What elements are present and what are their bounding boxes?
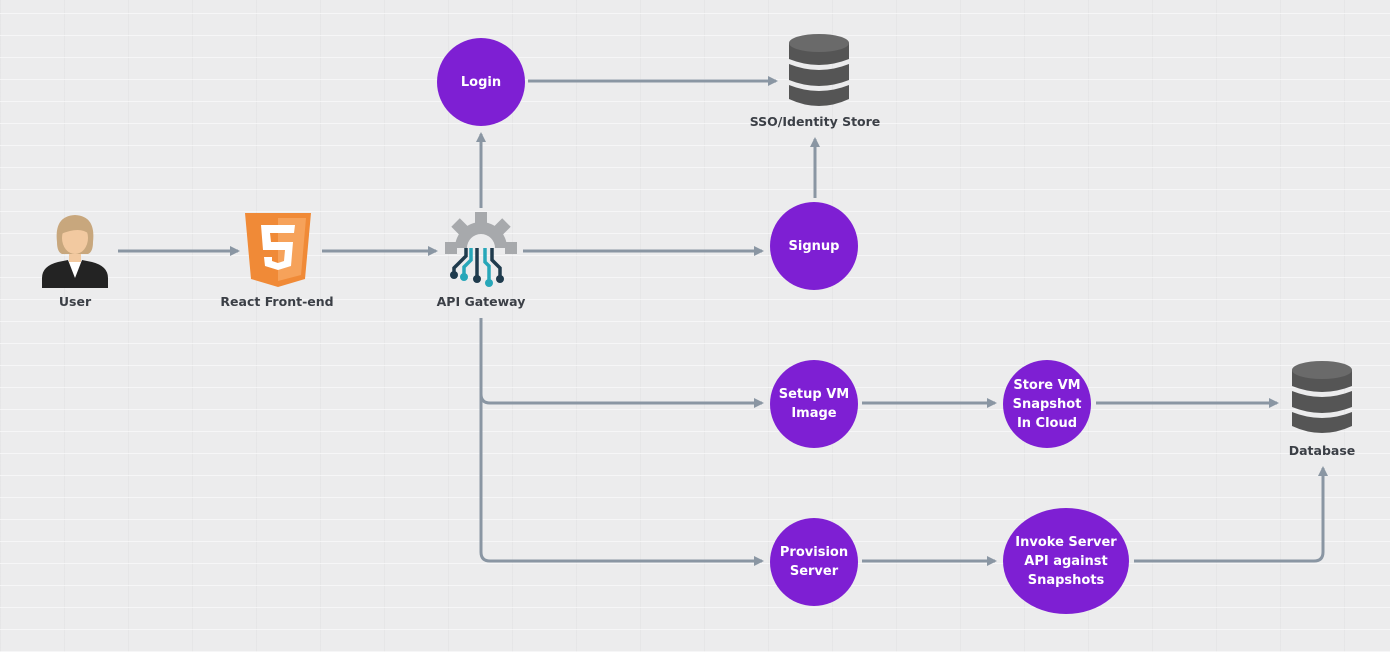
arrow-gateway-to-provision (479, 394, 764, 566)
store-vm-node[interactable]: Store VM Snapshot In Cloud (1003, 360, 1091, 448)
provision-node[interactable]: Provision Server (770, 518, 858, 606)
gateway-label: API Gateway (436, 294, 526, 309)
setup-vm-node[interactable]: Setup VM Image (770, 360, 858, 448)
invoke-node[interactable]: Invoke Server API against Snapshots (1003, 508, 1129, 614)
html5-shield-icon (245, 213, 311, 287)
identity-store-database-icon (789, 34, 849, 106)
signup-node[interactable]: Signup (770, 202, 858, 290)
user-avatar-icon (42, 215, 108, 288)
identity-store-label: SSO/Identity Store (749, 114, 881, 129)
frontend-label: React Front-end (220, 294, 334, 309)
user-label: User (58, 294, 92, 309)
arrow-invoke-to-database (1134, 466, 1328, 563)
arrow-gateway-to-setup-vm (479, 318, 764, 408)
database-cylinder-icon (1292, 361, 1352, 433)
login-node[interactable]: Login (437, 38, 525, 126)
database-label: Database (1288, 443, 1356, 458)
gear-circuit-icon (445, 212, 517, 287)
